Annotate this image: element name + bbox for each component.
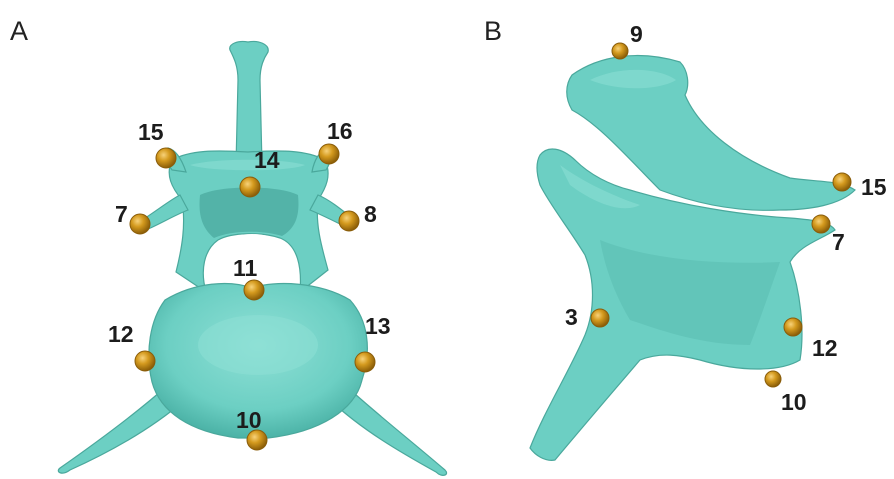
landmark-3-b [591,309,609,327]
landmark-11-a-label: 11 [233,255,258,281]
landmark-16-a-label: 16 [327,118,353,144]
landmark-7-a-label: 7 [115,201,128,227]
landmark-13-a-label: 13 [365,313,391,339]
landmark-9-b-label: 9 [630,21,643,47]
landmark-16-a [319,144,339,164]
landmark-10-b [765,371,781,387]
landmark-7-b-label: 7 [832,229,845,255]
landmark-15-a [156,148,176,168]
panel-a-letter: A [10,16,28,46]
landmark-14-a-label: 14 [254,147,280,173]
landmark-13-a [355,352,375,372]
landmark-3-b-label: 3 [565,304,578,330]
landmark-12-a-label: 12 [108,321,134,347]
landmark-8-a [339,211,359,231]
panel-a: A 15 16 [10,16,447,475]
landmark-12-a [135,351,155,371]
panel-b-letter: B [484,16,502,46]
landmark-12-b [784,318,802,336]
landmark-10-b-label: 10 [781,389,807,415]
landmark-8-a-label: 8 [364,201,377,227]
landmark-7-b [812,215,830,233]
landmark-15-a-label: 15 [138,119,164,145]
landmark-10-a-label: 10 [236,407,262,433]
landmark-9-b [612,43,628,59]
landmark-12-b-label: 12 [812,335,838,361]
landmark-7-a [130,214,150,234]
landmark-14-a [240,177,260,197]
landmark-10-a [247,430,267,450]
landmark-15-b-label: 15 [861,174,887,200]
body-highlight [198,315,318,375]
landmark-11-a [244,280,264,300]
landmark-15-b [833,173,851,191]
panel-b: B 9 15 7 3 12 10 [484,16,887,460]
